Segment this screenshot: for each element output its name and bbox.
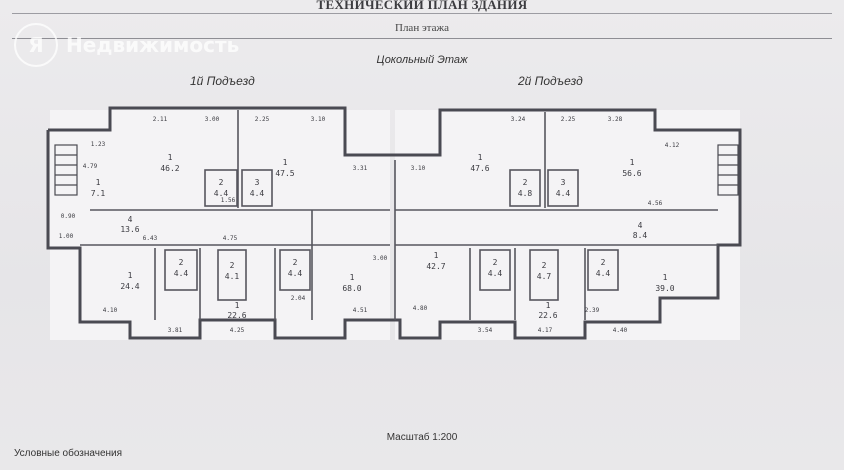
room-area: 4.4 [174, 269, 189, 278]
room-area: 56.6 [622, 169, 641, 178]
stairs [54, 144, 739, 196]
room-no: 2 [601, 258, 606, 267]
document-subtitle: План этажа [395, 22, 449, 34]
dimension: 4.17 [538, 327, 553, 334]
dimension: 4.25 [230, 327, 245, 334]
room-no: 1 [128, 271, 133, 280]
dimension: 2.25 [255, 116, 270, 123]
dimension: 2.11 [153, 116, 168, 123]
room-area: 4.4 [488, 269, 503, 278]
inner-walls [80, 110, 718, 320]
room-no: 1 [350, 273, 355, 282]
legend-label: Условные обозначения [14, 448, 123, 459]
room-no: 3 [561, 178, 566, 187]
subtitle-divider [12, 38, 832, 39]
plan-fill [50, 110, 740, 340]
dimension: 0.90 [61, 213, 76, 220]
dimension: 4.40 [613, 327, 628, 334]
room-area: 42.7 [426, 262, 445, 271]
yandex-logo-icon: Я [14, 23, 58, 67]
dimension: 6.43 [143, 235, 158, 242]
scale-label: Масштаб 1:200 [386, 432, 458, 443]
dimension: 4.75 [223, 235, 238, 242]
dimension: 3.10 [311, 116, 326, 123]
room-area: 13.6 [120, 225, 139, 234]
room-labels: 1 46.2 1 47.5 2 4.4 3 4.4 1 7.1 4 13.6 1… [91, 153, 675, 320]
room-no: 1 [434, 251, 439, 260]
dimension: 3.54 [478, 327, 493, 334]
room-area: 24.4 [120, 282, 139, 291]
room-no: 1 [96, 178, 101, 187]
entrance-2-label: 2й Подъезд [518, 74, 583, 88]
room-area: 4.4 [556, 189, 571, 198]
room-no: 2 [293, 258, 298, 267]
room-area: 4.4 [250, 189, 265, 198]
dimension: 4.80 [413, 305, 428, 312]
document-title: ТЕХНИЧЕСКИЙ ПЛАН ЗДАНИЯ [316, 0, 528, 12]
room-no: 1 [630, 158, 635, 167]
outer-walls [46, 106, 742, 340]
floor-label: Цокольный Этаж [376, 54, 468, 66]
watermark: Я Недвижимость [14, 22, 239, 68]
room-area: 4.7 [537, 272, 552, 281]
room-area: 47.5 [275, 169, 294, 178]
dimension: 4.10 [103, 307, 118, 314]
dimension: 4.12 [665, 142, 680, 149]
room-no: 2 [230, 261, 235, 270]
dimension: 2.04 [291, 295, 306, 302]
entrance-1-label: 1й Подъезд [190, 74, 255, 88]
room-no: 2 [542, 261, 547, 270]
dimension: 3.81 [168, 327, 183, 334]
room-no: 2 [523, 178, 528, 187]
dimension: 2.25 [561, 116, 576, 123]
room-area: 4.4 [288, 269, 303, 278]
room-no: 1 [283, 158, 288, 167]
dimension: 3.24 [511, 116, 526, 123]
dimension: 1.23 [91, 141, 106, 148]
room-area: 68.0 [342, 284, 361, 293]
room-no: 1 [478, 153, 483, 162]
dimension: 1.56 [221, 197, 236, 204]
room-no: 3 [255, 178, 260, 187]
dimension-labels: 2.11 3.00 2.25 3.10 3.24 2.25 3.28 4.79 … [59, 116, 680, 334]
room-no: 2 [219, 178, 224, 187]
room-area: 22.6 [227, 311, 246, 320]
dimension: 3.00 [373, 255, 388, 262]
room-area: 39.0 [655, 284, 674, 293]
room-no: 2 [179, 258, 184, 267]
room-area: 4.4 [214, 189, 229, 198]
room-area: 22.6 [538, 311, 557, 320]
room-area: 4.1 [225, 272, 240, 281]
room-no: 1 [546, 301, 551, 310]
watermark-text: Недвижимость [66, 33, 240, 57]
room-no: 1 [235, 301, 240, 310]
room-no: 2 [493, 258, 498, 267]
dimension: 3.31 [353, 165, 368, 172]
dimension: 1.00 [59, 233, 74, 240]
room-no: 1 [168, 153, 173, 162]
room-area: 4.4 [596, 269, 611, 278]
dimension: 3.28 [608, 116, 623, 123]
room-no: 4 [638, 221, 643, 230]
dimension: 4.51 [353, 307, 368, 314]
room-area: 7.1 [91, 189, 106, 198]
room-area: 4.8 [518, 189, 533, 198]
room-area: 8.4 [633, 231, 648, 240]
room-no: 1 [663, 273, 668, 282]
dimension: 4.79 [83, 163, 98, 170]
dimension: 3.10 [411, 165, 426, 172]
room-area: 46.2 [160, 164, 179, 173]
room-no: 4 [128, 215, 133, 224]
title-divider [12, 13, 832, 14]
dimension: 3.00 [205, 116, 220, 123]
dimension: 2.39 [585, 307, 600, 314]
dimension: 4.56 [648, 200, 663, 207]
room-area: 47.6 [470, 164, 489, 173]
